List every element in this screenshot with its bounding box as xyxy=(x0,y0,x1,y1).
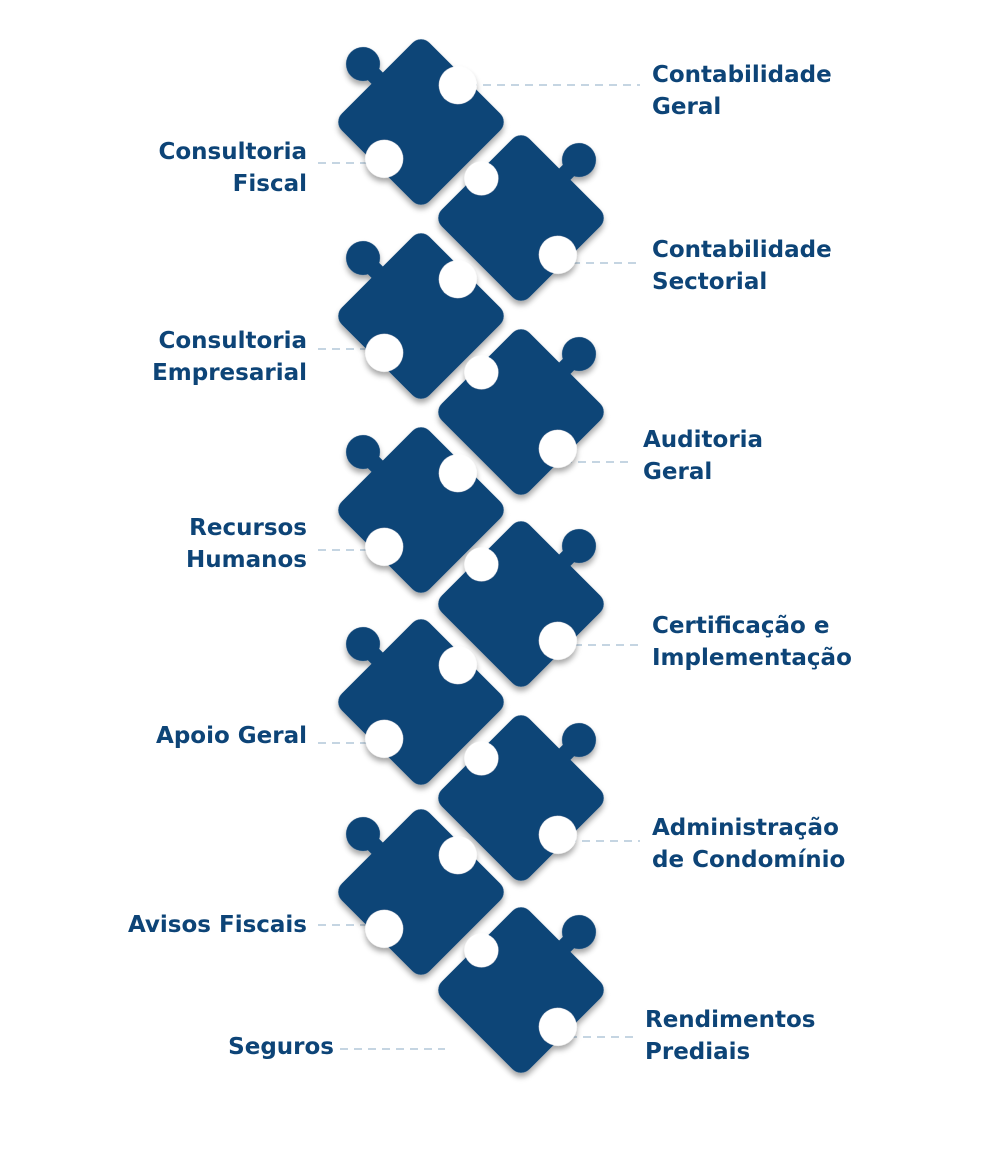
label-line: Auditoria xyxy=(643,427,764,453)
label-line: Certificação e xyxy=(652,613,830,639)
label-line: Geral xyxy=(652,94,722,120)
label-line: Prediais xyxy=(645,1039,751,1065)
right-label: Administração de Condomínio xyxy=(652,812,845,876)
label-line: Recursos xyxy=(189,515,307,541)
label-line: Avisos Fiscais xyxy=(127,912,307,938)
label-line: Humanos xyxy=(186,547,307,573)
puzzle-piece xyxy=(338,427,504,593)
puzzle-piece xyxy=(338,619,504,785)
label-line: Sectorial xyxy=(652,269,768,295)
label-line: Geral xyxy=(643,459,713,485)
label-line: Implementação xyxy=(652,645,852,671)
label-line: Contabilidade xyxy=(652,62,832,88)
puzzle-piece xyxy=(338,39,504,205)
label-line: de Condomínio xyxy=(652,847,846,873)
label-line: Consultoria xyxy=(158,328,307,354)
puzzle-piece xyxy=(438,329,604,495)
puzzle-piece xyxy=(338,233,504,399)
label-line: Administração xyxy=(652,815,839,841)
puzzle-piece xyxy=(338,809,504,975)
label-line: Empresarial xyxy=(152,360,307,386)
label-line: Apoio Geral xyxy=(156,723,307,749)
left-label: Avisos Fiscais xyxy=(128,909,307,941)
label-line: Fiscal xyxy=(232,171,307,197)
label-line: Contabilidade xyxy=(652,237,832,263)
puzzle-piece xyxy=(438,521,604,687)
puzzle-piece xyxy=(438,135,604,301)
label-line: Consultoria xyxy=(158,139,307,165)
right-label: Certificação e Implementação xyxy=(652,610,852,674)
left-label: Apoio Geral xyxy=(156,720,307,752)
label-line: Rendimentos xyxy=(645,1007,816,1033)
puzzle-piece xyxy=(438,907,604,1073)
left-label: Seguros xyxy=(228,1031,334,1063)
label-line: Seguros xyxy=(228,1034,334,1060)
